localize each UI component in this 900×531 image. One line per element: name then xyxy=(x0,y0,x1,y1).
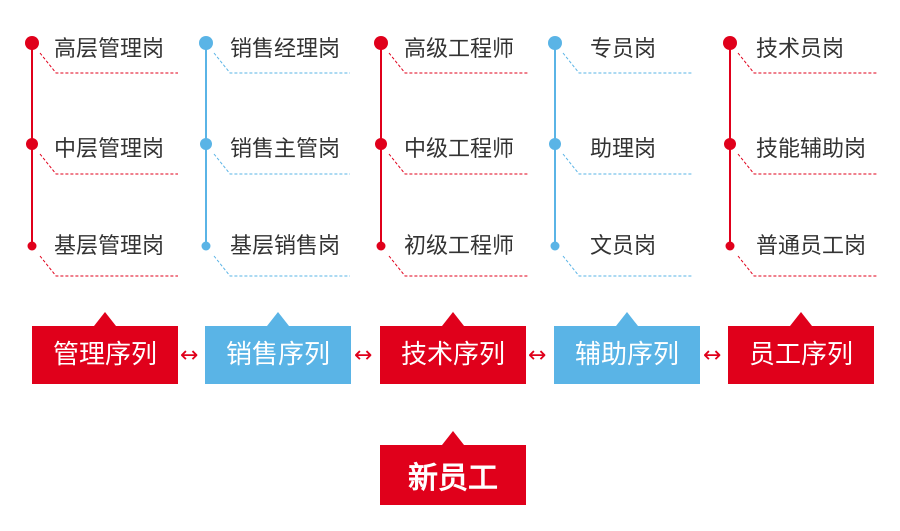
leader-line xyxy=(39,52,178,74)
position-label: 销售主管岗 xyxy=(230,137,341,162)
leader-line xyxy=(388,52,528,74)
leader-line xyxy=(562,255,692,277)
level-dot xyxy=(200,138,212,150)
leader-line xyxy=(39,153,178,175)
level-dot xyxy=(375,138,387,150)
level-dot xyxy=(724,138,736,150)
leader-line xyxy=(213,153,350,175)
position-label: 基层销售岗 xyxy=(230,234,341,259)
position-label: 中级工程师 xyxy=(404,137,515,162)
level-dot xyxy=(199,36,213,50)
position-label: 销售经理岗 xyxy=(230,37,341,62)
sequence-box-support: 辅助序列 xyxy=(554,312,700,384)
leader-line xyxy=(388,153,528,175)
leader-line xyxy=(562,153,692,175)
level-dot xyxy=(723,36,737,50)
position-label: 专员岗 xyxy=(590,37,657,62)
position-label: 初级工程师 xyxy=(404,234,515,259)
level-dot xyxy=(27,241,37,251)
sequence-box-sales: 销售序列 xyxy=(205,312,351,384)
level-dot xyxy=(374,36,388,50)
double-arrow-icon: ↔ xyxy=(703,343,722,368)
leader-line xyxy=(562,52,692,74)
level-dot xyxy=(201,241,211,251)
level-dot xyxy=(549,138,561,150)
new-employee-box: 新员工 xyxy=(380,431,526,505)
position-label: 中层管理岗 xyxy=(54,137,165,162)
level-dot xyxy=(26,138,38,150)
leader-line xyxy=(39,255,178,277)
leader-line xyxy=(213,52,350,74)
sequence-box-management: 管理序列 xyxy=(32,312,178,384)
position-label: 文员岗 xyxy=(590,234,657,259)
position-label: 高层管理岗 xyxy=(54,37,165,62)
position-label: 助理岗 xyxy=(590,137,657,162)
sequence-box-staff: 员工序列 xyxy=(728,312,874,384)
leader-line xyxy=(213,255,350,277)
position-label: 普通员工岗 xyxy=(756,234,867,259)
double-arrow-icon: ↔ xyxy=(354,343,373,368)
leader-line xyxy=(737,52,877,74)
level-dot xyxy=(550,241,560,251)
position-label: 基层管理岗 xyxy=(54,234,165,259)
position-label: 技能辅助岗 xyxy=(756,137,867,162)
level-dot xyxy=(725,241,735,251)
double-arrow-icon: ↔ xyxy=(528,343,547,368)
leader-line xyxy=(388,255,528,277)
double-arrow-icon: ↔ xyxy=(180,343,199,368)
sequence-box-technical: 技术序列 xyxy=(380,312,526,384)
level-dot xyxy=(548,36,562,50)
level-dot xyxy=(25,36,39,50)
leader-line xyxy=(737,255,877,277)
level-dot xyxy=(376,241,386,251)
position-label: 技术员岗 xyxy=(756,37,845,62)
position-label: 高级工程师 xyxy=(404,37,515,62)
leader-line xyxy=(737,153,877,175)
